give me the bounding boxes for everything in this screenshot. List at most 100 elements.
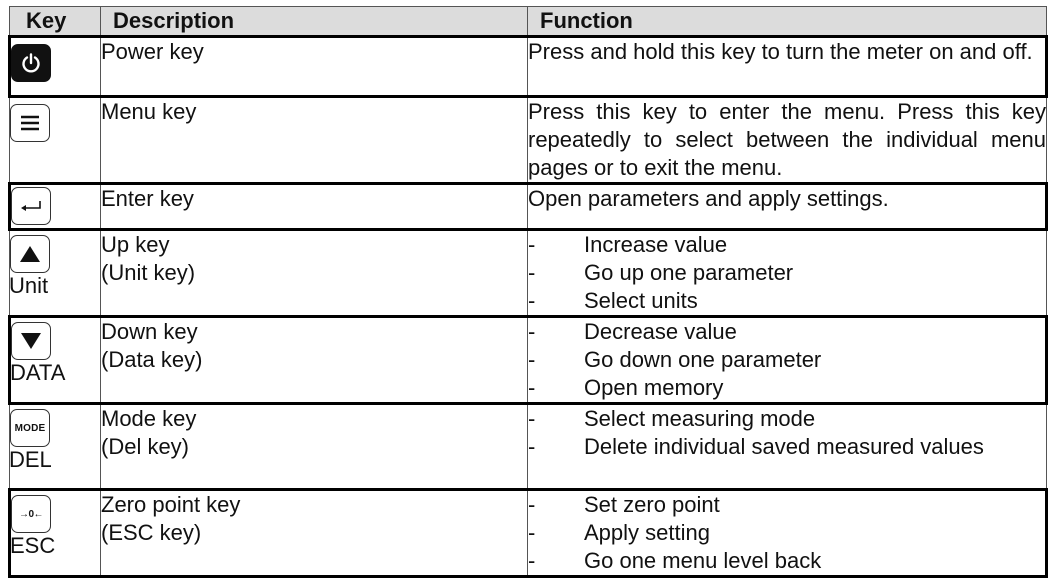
description-cell: Down key (Data key) [100,315,528,405]
function-cell: Open parameters and apply settings. [527,182,1048,231]
dash: - [528,288,536,313]
description-line: Zero point key [101,492,241,517]
power-icon [22,53,40,73]
description-cell: Up key (Unit key) [100,229,528,317]
dash: - [528,375,536,400]
description-line: (Del key) [101,434,190,459]
key-cell [8,35,101,98]
description-cell: Mode key (Del key) [100,403,528,490]
list-item: - Select measuring mode [528,405,1046,433]
function-list: - Decrease value - Go down one parameter -… [528,318,1045,402]
function-list: - Set zero point - Apply setting - Go one m… [528,491,1045,575]
description-cell: Power key [100,35,528,98]
list-item-text: Go up one parameter [584,260,794,285]
dash: - [528,406,536,431]
description-line: Up key [101,232,170,257]
enter-icon [21,201,41,211]
arrow-up-icon [20,246,40,262]
list-item: - Apply setting [528,519,1045,547]
dash: - [528,319,536,344]
header-function: Function [527,6,1047,38]
list-item: - Set zero point [528,491,1045,519]
up-key-button [10,235,50,273]
list-item-text: Go down one parameter [584,347,822,372]
key-function-table: Key Description Function Power key Press… [8,6,1048,578]
description-line: Down key [101,319,198,344]
description-cell: Zero point key (ESC key) [100,488,528,578]
key-label: ESC [10,533,56,558]
description-cell: Enter key [100,182,528,231]
list-item: - Go down one parameter [528,346,1045,374]
function-cell: - Set zero point - Apply setting - Go one m… [527,488,1048,578]
description-line: Power key [101,39,204,64]
down-key-button [11,322,51,360]
table-header-row: Key Description Function [9,6,1047,38]
list-item-text: Select units [584,288,698,313]
key-cell: →0← ESC [8,488,101,578]
list-item-text: Go one menu level back [584,548,822,573]
table-row-power: Power key Press and hold this key to tur… [8,35,1048,98]
list-item-text: Increase value [584,232,728,257]
enter-key-button [11,187,51,225]
list-item: - Open memory [528,374,1045,402]
description-line: (ESC key) [101,520,202,545]
description-line: Mode key [101,406,197,431]
list-item-text: Open memory [584,375,724,400]
function-cell: - Increase value - Go up one parameter - Se… [527,229,1047,317]
list-item: - Increase value [528,231,1046,259]
list-item-text: Set zero point [584,492,720,517]
list-item: - Go up one parameter [528,259,1046,287]
power-key-button [11,44,51,82]
key-cell [9,96,101,184]
header-description: Description [100,6,528,38]
dash: - [528,434,536,459]
function-cell: Press and hold this key to turn the mete… [527,35,1048,98]
key-cell [8,182,101,231]
mode-key-button: MODE [10,409,50,447]
description-cell: Menu key [100,96,528,184]
dash: - [528,347,536,372]
table-row-zero-point: →0← ESC Zero point key (ESC key) - Set ze… [8,488,1048,578]
dash: - [528,232,536,257]
table-row-up: Unit Up key (Unit key) - Increase value -… [9,229,1047,317]
menu-icon [21,115,39,131]
key-label: DEL [9,447,52,472]
list-item: - Delete individual saved measured values [528,433,1046,461]
zero-point-key-button: →0← [11,495,51,533]
function-list: - Select measuring mode - Delete individua… [528,405,1046,461]
description-line: Enter key [101,186,194,211]
zero-point-icon: →0← [18,508,44,520]
description-line: (Unit key) [101,260,196,285]
dash: - [528,520,536,545]
dash: - [528,260,536,285]
list-item-text: Select measuring mode [584,406,816,431]
key-cell: MODE DEL [9,403,101,490]
dash: - [528,548,536,573]
menu-key-button [10,104,50,142]
dash: - [528,492,536,517]
list-item-text: Delete individual saved measured values [584,434,984,459]
mode-icon: MODE [14,422,46,434]
arrow-down-icon [21,333,41,349]
description-line: (Data key) [101,347,203,372]
function-list: - Increase value - Go up one parameter - Se… [528,231,1046,315]
function-cell: Press this key to enter the menu. Press … [527,96,1047,184]
key-function-table-container: Key Description Function Power key Press… [8,6,1048,578]
table-row-mode: MODE DEL Mode key (Del key) - Select meas… [9,403,1047,490]
description-line: Menu key [101,99,197,124]
key-label: DATA [10,360,66,385]
key-cell: Unit [9,229,101,317]
list-item: - Decrease value [528,318,1045,346]
header-key: Key [9,6,101,38]
list-item-text: Decrease value [584,319,737,344]
key-label: Unit [9,273,49,298]
table-row-down: DATA Down key (Data key) - Decrease value… [8,315,1048,405]
function-cell: - Select measuring mode - Delete individua… [527,403,1047,490]
list-item-text: Apply setting [584,520,710,545]
key-cell: DATA [8,315,101,405]
list-item: - Select units [528,287,1046,315]
list-item: - Go one menu level back [528,547,1045,575]
table-row-menu: Menu key Press this key to enter the men… [9,96,1047,184]
table-row-enter: Enter key Open parameters and apply sett… [8,182,1048,231]
function-cell: - Decrease value - Go down one parameter -… [527,315,1048,405]
